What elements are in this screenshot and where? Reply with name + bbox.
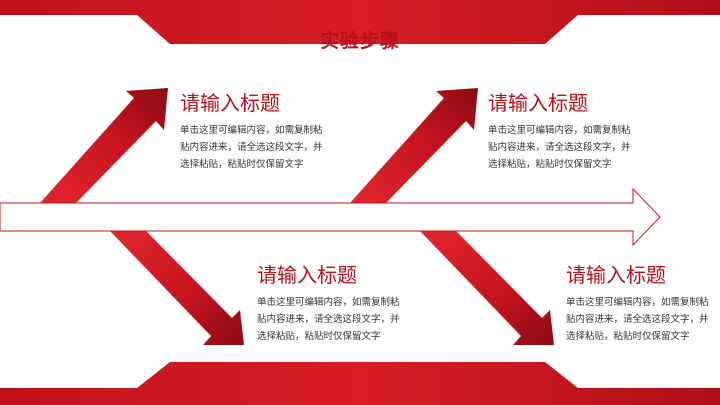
step-body[interactable]: 单击这里可编辑内容，如需复制粘 贴内容进来，请全选这段文字，并 选择粘贴，粘贴时…	[257, 297, 400, 342]
up-arrow-1	[40, 88, 168, 203]
step-block-3: 请输入标题 单击这里可编辑内容，如需复制粘 贴内容进来，请全选这段文字，并 选择…	[257, 262, 447, 345]
down-arrow-2	[420, 231, 554, 345]
step-heading[interactable]: 请输入标题	[257, 263, 357, 287]
step-body[interactable]: 单击这里可编辑内容，如需复制粘 贴内容进来，请全选这段文字，并 选择粘贴，粘贴时…	[488, 125, 631, 170]
up-arrow-2	[350, 88, 478, 203]
step-block-2: 请输入标题 单击这里可编辑内容，如需复制粘 贴内容进来，请全选这段文字，并 选择…	[488, 90, 678, 173]
top-banner	[0, 0, 720, 44]
step-heading[interactable]: 请输入标题	[566, 263, 666, 287]
step-block-4: 请输入标题 单击这里可编辑内容，如需复制粘 贴内容进来，请全选这段文字，并 选择…	[566, 262, 720, 345]
step-body[interactable]: 单击这里可编辑内容，如需复制粘 贴内容进来，请全选这段文字，并 选择粘贴，粘贴时…	[566, 297, 709, 342]
step-heading[interactable]: 请输入标题	[180, 91, 280, 115]
slide-title: 实验步骤	[319, 30, 400, 52]
main-horizontal-arrow	[0, 187, 661, 247]
down-arrow-1	[110, 231, 244, 345]
step-heading[interactable]: 请输入标题	[488, 91, 588, 115]
step-body[interactable]: 单击这里可编辑内容，如需复制粘 贴内容进来，请全选这段文字，并 选择粘贴，粘贴时…	[180, 125, 323, 170]
bottom-banner	[0, 362, 720, 405]
step-block-1: 请输入标题 单击这里可编辑内容，如需复制粘 贴内容进来，请全选这段文字，并 选择…	[180, 90, 370, 173]
